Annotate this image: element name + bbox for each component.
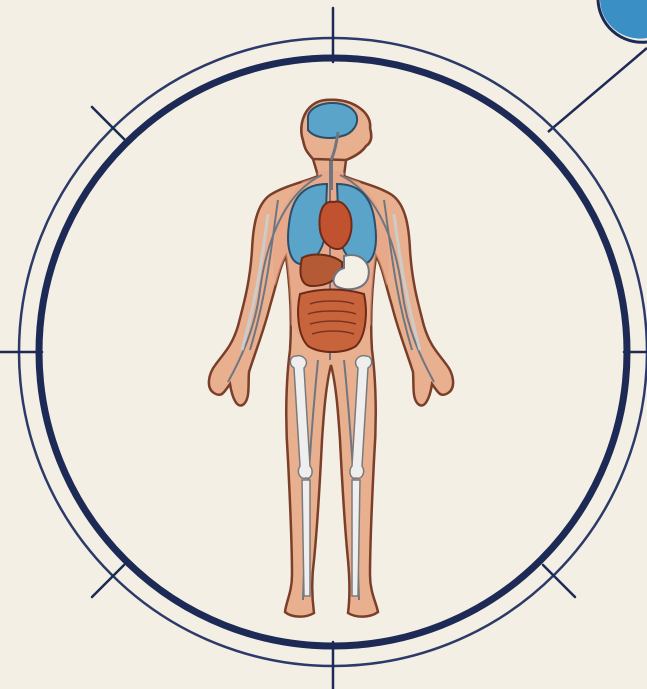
human-body bbox=[209, 100, 453, 617]
brain bbox=[308, 103, 357, 138]
heart bbox=[320, 202, 352, 250]
intestines bbox=[298, 290, 366, 353]
corner-accent bbox=[548, 0, 647, 132]
head bbox=[301, 100, 371, 160]
